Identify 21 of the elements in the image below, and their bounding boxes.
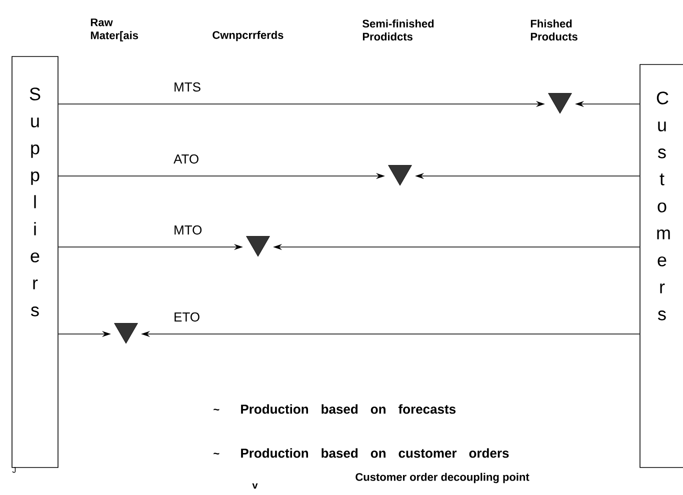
edge-label: MTO bbox=[174, 225, 202, 235]
column-heading: Raw Mater[ais bbox=[90, 18, 138, 42]
decoupling-triangle bbox=[548, 93, 572, 114]
decoupling-triangle bbox=[114, 323, 138, 344]
side-box: C u s t o m e r s bbox=[640, 64, 683, 468]
edge-label: ETO bbox=[174, 312, 200, 322]
decoupling-triangle bbox=[388, 165, 412, 186]
legend-text: Production based on customer orders bbox=[241, 448, 509, 458]
legend-symbol: ~ bbox=[214, 452, 220, 454]
legend-symbol: ~ bbox=[214, 408, 220, 410]
corner-mark: J bbox=[12, 467, 16, 473]
legend-text: Customer order decoupling point bbox=[356, 472, 530, 484]
column-heading: Semi-finished Prodidcts bbox=[362, 19, 434, 41]
legend-text: Production based on forecasts bbox=[241, 404, 456, 414]
side-box: S u p p l i e r s bbox=[12, 56, 58, 468]
decoupling-triangle bbox=[246, 236, 270, 257]
edge-label: MTS bbox=[174, 82, 200, 92]
column-heading: Fhished Products bbox=[530, 19, 578, 41]
edge-label: ATO bbox=[174, 154, 198, 164]
column-heading: Cwnpcrrferds bbox=[212, 30, 284, 42]
legend-symbol: v bbox=[252, 483, 258, 489]
